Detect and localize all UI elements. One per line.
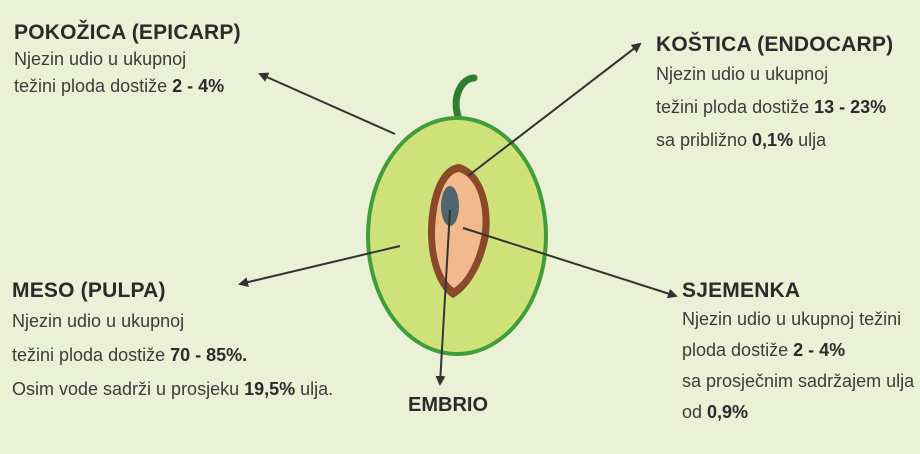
sjemenka-line1: Njezin udio u ukupnoj težini bbox=[682, 309, 902, 329]
arrow-epicarp bbox=[258, 72, 396, 135]
sjemenka-title: SJEMENKA bbox=[682, 279, 801, 302]
epicarp-value: 2 - 4% bbox=[172, 76, 225, 96]
sjemenka-oil-value: 0,9% bbox=[707, 402, 749, 422]
pulpa-title: MESO (PULPA) bbox=[12, 279, 166, 302]
arrow-pulpa bbox=[238, 245, 401, 288]
pulpa-label: MESO (PULPA) Njezin udio u ukupnoj težin… bbox=[12, 278, 333, 406]
stem bbox=[452, 74, 478, 120]
epicarp-label: POKOŽICA (EPICARP) Njezin udio u ukupnoj… bbox=[14, 20, 241, 100]
embryo bbox=[441, 186, 459, 226]
endocarp-value: 13 - 23% bbox=[814, 97, 887, 117]
embrio-title: EMBRIO bbox=[408, 394, 488, 416]
sjemenka-line4: od 0,9% bbox=[682, 402, 749, 422]
endocarp-line1: Njezin udio u ukupnoj bbox=[656, 64, 829, 84]
sjemenka-value: 2 - 4% bbox=[793, 340, 846, 360]
sjemenka-label: SJEMENKA Njezin udio u ukupnoj težini pl… bbox=[682, 278, 914, 428]
pulpa-oil-value: 19,5% bbox=[244, 379, 296, 399]
endocarp-label: KOŠTICA (ENDOCARP) Njezin udio u ukupnoj… bbox=[656, 32, 893, 157]
endocarp-line2: težini ploda dostiže 13 - 23% bbox=[656, 97, 887, 117]
sjemenka-line3: sa prosječnim sadržajem ulja bbox=[682, 371, 915, 391]
pulpa-line1: Njezin udio u ukupnoj bbox=[12, 311, 185, 331]
pulpa-line2: težini ploda dostiže 70 - 85%. bbox=[12, 345, 248, 365]
pulpa-value: 70 - 85%. bbox=[170, 345, 248, 365]
epicarp-line2: težini ploda dostiže 2 - 4% bbox=[14, 76, 225, 96]
epicarp-title: POKOŽICA (EPICARP) bbox=[14, 21, 241, 44]
epicarp-line1: Njezin udio u ukupnoj bbox=[14, 49, 187, 69]
pulpa-line3: Osim vode sadrži u prosjeku 19,5% ulja. bbox=[12, 379, 334, 399]
arrow-embrio bbox=[435, 209, 451, 386]
arrow-sjemenka bbox=[462, 227, 678, 299]
sjemenka-line2: ploda dostiže 2 - 4% bbox=[682, 340, 846, 360]
arrow-endocarp bbox=[467, 42, 642, 177]
endocarp-line3: sa približno 0,1% ulja bbox=[656, 130, 827, 150]
endocarp-oil-value: 0,1% bbox=[752, 130, 794, 150]
endocarp-title: KOŠTICA (ENDOCARP) bbox=[656, 33, 894, 56]
